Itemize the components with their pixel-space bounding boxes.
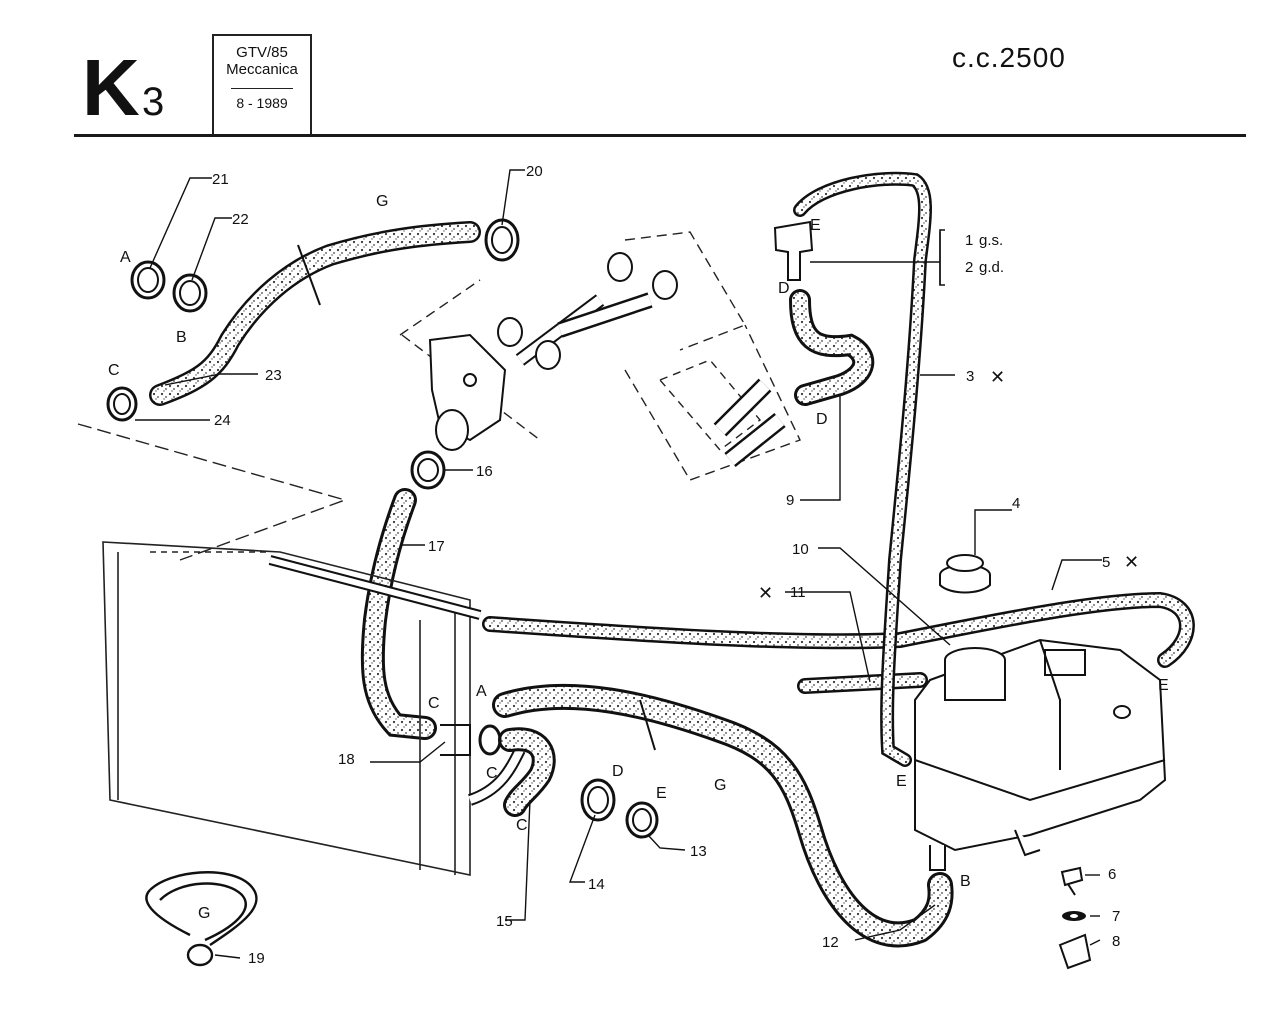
callout-24: 24 xyxy=(214,412,231,429)
date-label: 8 - 1989 xyxy=(236,95,288,111)
page-code-sub: 3 xyxy=(142,80,165,124)
callout-6: 6 xyxy=(1108,866,1116,883)
callout-21: 21 xyxy=(212,171,229,188)
callout-4: 4 xyxy=(1012,495,1020,512)
letter-c-1: C xyxy=(108,362,120,379)
letter-b-2: B xyxy=(960,873,971,890)
cross-mark-3: ✕ xyxy=(990,367,1005,387)
callout-16: 16 xyxy=(476,463,493,480)
letter-g-1: G xyxy=(376,193,388,210)
cross-mark-5: ✕ xyxy=(1124,552,1139,572)
note-gd: g.d. xyxy=(979,259,1004,276)
callout-9: 9 xyxy=(786,492,794,509)
callout-13: 13 xyxy=(690,843,707,860)
cross-marks: ✕ ✕ ✕ xyxy=(758,367,1139,603)
hose-15 xyxy=(498,727,556,817)
clamp-20 xyxy=(484,218,520,262)
guide-lines xyxy=(77,231,801,561)
letter-c-4: C xyxy=(516,817,528,834)
letter-e-4: E xyxy=(1158,677,1169,694)
clamp-22 xyxy=(172,273,208,313)
model-label: GTV/85 xyxy=(236,44,288,61)
radiator xyxy=(102,541,526,876)
hose-17 xyxy=(360,488,437,740)
callout-19: 19 xyxy=(248,950,265,967)
washer-7 xyxy=(1062,911,1086,921)
callout-12: 12 xyxy=(822,934,839,951)
note-gs: g.s. xyxy=(979,232,1003,249)
callout-20: 20 xyxy=(526,163,543,180)
callout-18: 18 xyxy=(338,751,355,768)
clamp-14 xyxy=(580,778,616,822)
clamp-21 xyxy=(130,260,166,300)
callout-5: 5 xyxy=(1102,554,1110,571)
clamp-24 xyxy=(106,386,138,422)
callout-23: 23 xyxy=(265,367,282,384)
callout-17: 17 xyxy=(428,538,445,555)
section-label: Meccanica xyxy=(226,61,298,78)
letter-d-1: D xyxy=(778,280,790,297)
leader-lines xyxy=(135,169,1102,959)
letter-g-3: G xyxy=(198,905,210,922)
hose-12 xyxy=(492,683,954,948)
callout-1: 1 xyxy=(965,232,973,249)
callout-15: 15 xyxy=(496,913,513,930)
callout-8: 8 xyxy=(1112,933,1120,950)
page-code: K xyxy=(82,43,140,132)
hose-23 xyxy=(149,221,481,406)
hose-9 xyxy=(789,289,875,406)
letter-b-1: B xyxy=(176,329,187,346)
header-rule xyxy=(74,134,1246,137)
title-box: GTV/85 Meccanica 8 - 1989 xyxy=(212,34,312,136)
letter-markers: A B C G E D D C A C C D E G E E B G xyxy=(108,193,1169,922)
letter-d-3: D xyxy=(612,763,624,780)
letter-g-2: G xyxy=(714,777,726,794)
callout-2: 2 xyxy=(965,259,973,276)
letter-d-2: D xyxy=(816,411,828,428)
callout-3: 3 xyxy=(966,368,974,385)
thermostat-housing xyxy=(428,252,786,468)
engine-displacement: c.c.2500 xyxy=(952,42,1066,73)
letter-a-1: A xyxy=(120,249,131,266)
hose-5 xyxy=(482,591,1195,668)
side-notes: g.s. g.d. xyxy=(979,232,1004,276)
screw-6 xyxy=(1060,866,1084,896)
title-divider xyxy=(231,88,293,89)
strap-19 xyxy=(145,871,258,967)
letter-e-2: E xyxy=(656,785,667,802)
letter-c-3: C xyxy=(486,765,498,782)
filler-cap xyxy=(939,554,991,594)
cross-mark-11: ✕ xyxy=(758,583,773,603)
callout-14: 14 xyxy=(588,876,605,893)
expansion-tank xyxy=(914,638,1167,871)
clamp-16 xyxy=(410,450,446,490)
callout-10: 10 xyxy=(792,541,809,558)
callout-22: 22 xyxy=(232,211,249,228)
letter-a-2: A xyxy=(476,683,487,700)
letter-c-2: C xyxy=(428,695,440,712)
letter-e-1: E xyxy=(810,217,821,234)
callout-7: 7 xyxy=(1112,908,1120,925)
callout-11: 11 xyxy=(790,584,806,601)
hose-11 xyxy=(797,672,928,694)
letter-e-3: E xyxy=(896,773,907,790)
clamp-18 xyxy=(440,724,502,756)
clamp-13 xyxy=(625,801,659,839)
bracket-8 xyxy=(1058,933,1092,970)
t-fitting xyxy=(773,220,814,281)
bracket-1-2 xyxy=(939,229,945,286)
hose-3 xyxy=(793,171,932,767)
callout-numbers: 1 2 3 4 5 6 7 8 9 10 11 12 13 14 15 16 1… xyxy=(212,163,1120,967)
